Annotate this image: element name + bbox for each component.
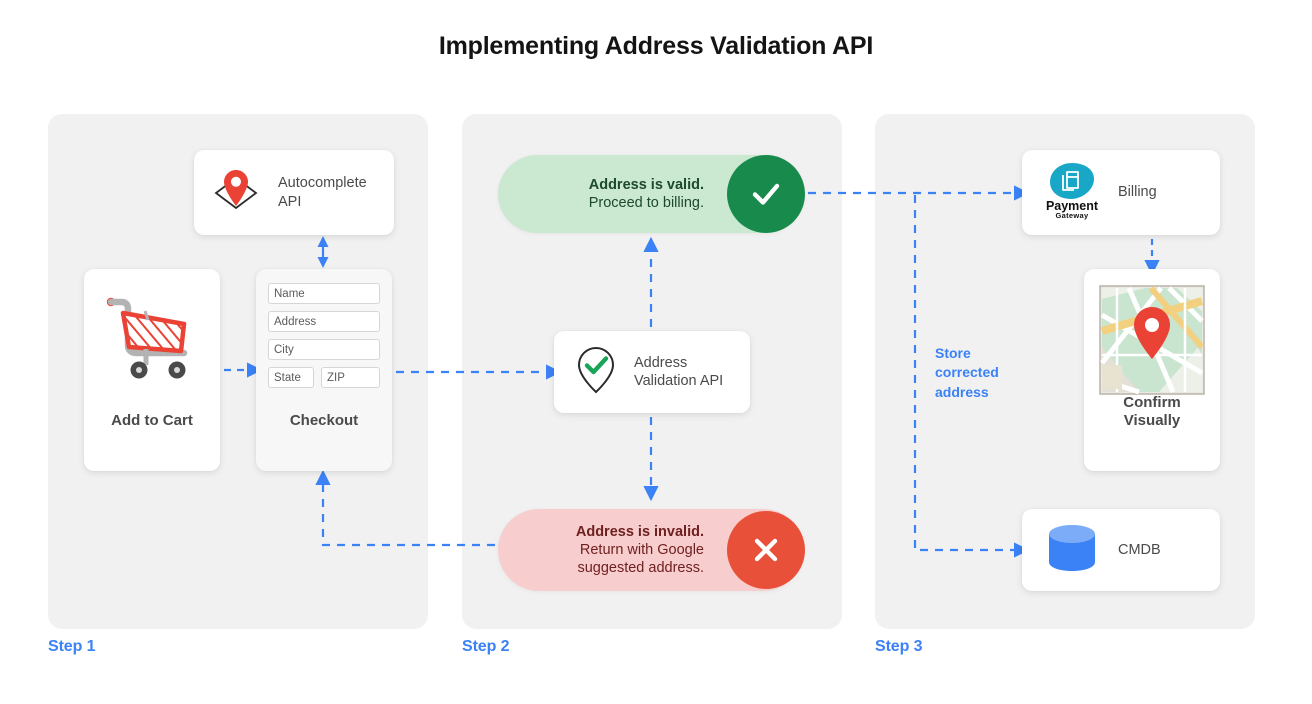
address-invalid-pill: Address is invalid. Return with Google s…	[498, 509, 805, 591]
map-pin-check-icon	[570, 342, 622, 403]
address-validation-api-label: Address Validation API	[634, 354, 724, 389]
address-validation-api-card[interactable]: Address Validation API	[554, 331, 750, 413]
step-2-label: Step 2	[462, 638, 510, 655]
database-icon	[1044, 521, 1100, 580]
add-to-cart-card[interactable]: Add to Cart	[84, 269, 220, 471]
city-field[interactable]: City	[268, 339, 380, 360]
autocomplete-api-card[interactable]: Autocomplete API	[194, 150, 394, 235]
state-field[interactable]: State	[268, 367, 314, 388]
cmdb-card[interactable]: CMDB	[1022, 509, 1220, 591]
store-corrected-address-annotation: Store corrected address	[935, 345, 999, 400]
map-pin-diamond-icon	[208, 162, 264, 223]
cmdb-label: CMDB	[1118, 541, 1161, 558]
name-field[interactable]: Name	[268, 283, 380, 304]
address-field[interactable]: Address	[268, 311, 380, 332]
confirm-visually-card[interactable]: Confirm Visually	[1084, 269, 1220, 471]
check-icon	[727, 155, 805, 233]
address-invalid-headline: Address is invalid.	[575, 523, 704, 540]
state-zip-row: State ZIP	[268, 367, 380, 388]
payment-logo-secondary: Gateway	[1056, 211, 1089, 220]
payment-gateway-logo: Payment Gateway	[1036, 159, 1108, 226]
map-thumbnail-icon	[1099, 285, 1205, 400]
shopping-cart-icon	[98, 287, 206, 392]
step-1-label: Step 1	[48, 638, 96, 655]
confirm-visually-label: Confirm Visually	[1123, 393, 1181, 430]
add-to-cart-label: Add to Cart	[111, 412, 193, 429]
step-3-label: Step 3	[875, 638, 923, 655]
payment-logo-primary: Payment	[1046, 199, 1099, 213]
address-valid-text: Address is valid. Proceed to billing.	[498, 176, 726, 213]
billing-label: Billing	[1118, 184, 1157, 201]
address-invalid-text: Address is invalid. Return with Google s…	[498, 523, 726, 578]
zip-field[interactable]: ZIP	[321, 367, 380, 388]
checkout-card[interactable]: Name Address City State ZIP Checkout	[256, 269, 392, 471]
address-valid-pill: Address is valid. Proceed to billing.	[498, 155, 805, 233]
address-valid-headline: Address is valid.	[588, 176, 704, 193]
checkout-label: Checkout	[289, 412, 359, 429]
close-icon	[727, 511, 805, 589]
autocomplete-api-label: Autocomplete API	[278, 175, 367, 210]
address-invalid-detail: Return with Google suggested address.	[577, 541, 704, 577]
address-valid-detail: Proceed to billing.	[588, 195, 704, 211]
billing-card[interactable]: Payment Gateway Billing	[1022, 150, 1220, 235]
page-title: Implementing Address Validation API	[438, 32, 874, 60]
